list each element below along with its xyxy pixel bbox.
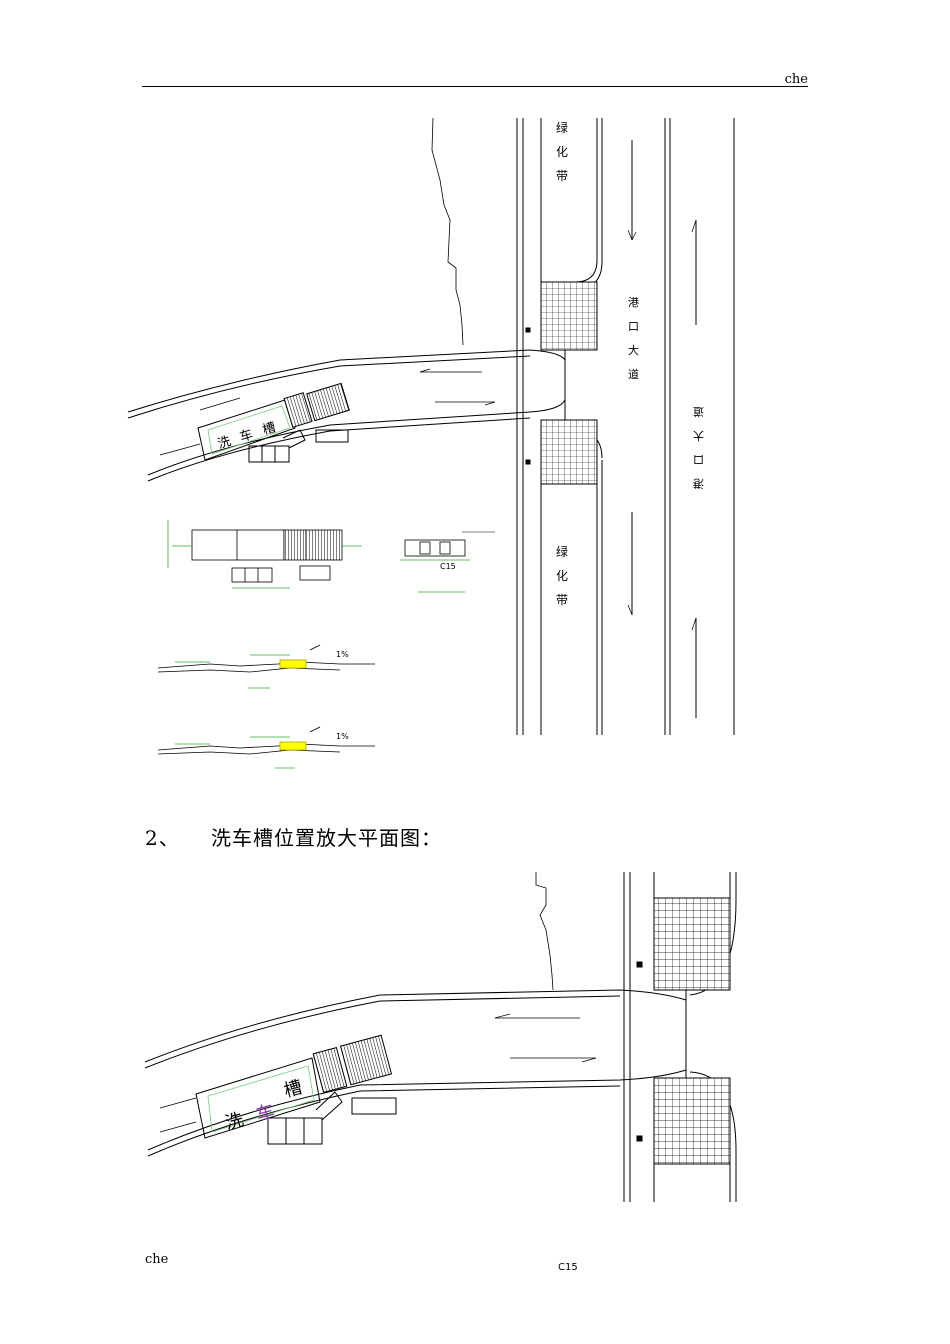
greenbelt-top-char-2: 化 bbox=[556, 145, 568, 159]
greenbelt-bottom-char-2: 化 bbox=[556, 569, 568, 583]
footer-left-text: che bbox=[145, 1252, 169, 1267]
greenbelt-bottom-char-3: 带 bbox=[556, 593, 568, 607]
caption-text: 洗车槽位置放大平面图： bbox=[211, 826, 442, 850]
header-text: che bbox=[784, 72, 808, 87]
road-name-char-2: 口 bbox=[628, 320, 639, 333]
road-name-rev-char-2: 口 bbox=[693, 453, 704, 466]
drawing-1 bbox=[127, 117, 735, 735]
road-name-char-1: 港 bbox=[628, 296, 639, 309]
wash-trough-1 bbox=[197, 399, 296, 461]
footer-center-text: C15 bbox=[558, 1262, 578, 1273]
wash-label-1-char-2: 车 bbox=[238, 426, 255, 445]
caption-number: 2、 bbox=[145, 826, 180, 850]
wash-trough-2 bbox=[195, 1057, 321, 1139]
greenbelt-top-char-3: 带 bbox=[556, 169, 568, 183]
header-rule bbox=[142, 86, 808, 87]
wash-label-2-char-3: 槽 bbox=[282, 1077, 305, 1102]
road-name-rev-char-1: 港 bbox=[693, 477, 704, 490]
wash-label-2-char-1: 洗 bbox=[223, 1109, 246, 1134]
slope-label-2: 1% bbox=[336, 732, 349, 741]
detail-section bbox=[400, 531, 495, 593]
slope-label-1: 1% bbox=[336, 650, 349, 659]
detail-plan bbox=[167, 520, 362, 589]
section-profile-1 bbox=[157, 644, 375, 689]
wash-label-1-char-3: 槽 bbox=[261, 420, 278, 438]
greenbelt-bottom-char-1: 绿 bbox=[556, 544, 568, 559]
detail-c15-label: C15 bbox=[440, 562, 456, 571]
road-name-char-4: 道 bbox=[628, 367, 639, 381]
road-name-rev-char-3: 大 bbox=[693, 429, 704, 443]
boundary-line-2 bbox=[535, 872, 554, 991]
drawing-2 bbox=[144, 872, 737, 1202]
wash-label-2-char-2: 车 bbox=[254, 1101, 277, 1126]
drawing-1-labels: 绿 化 带 绿 化 带 港 口 大 道 港 口 大 道 洗 车 槽 bbox=[216, 120, 704, 607]
section-profile-2 bbox=[157, 726, 375, 769]
boundary-line bbox=[431, 117, 464, 346]
wash-label-1-char-1: 洗 bbox=[216, 434, 233, 452]
section-caption: 2、 洗车槽位置放大平面图： bbox=[145, 822, 442, 851]
greenbelt-top-char-1: 绿 bbox=[556, 120, 568, 135]
drawing-2-labels: 洗 车 槽 bbox=[223, 1077, 305, 1134]
road-name-rev-char-4: 道 bbox=[693, 405, 704, 419]
road-name-char-3: 大 bbox=[628, 343, 639, 357]
